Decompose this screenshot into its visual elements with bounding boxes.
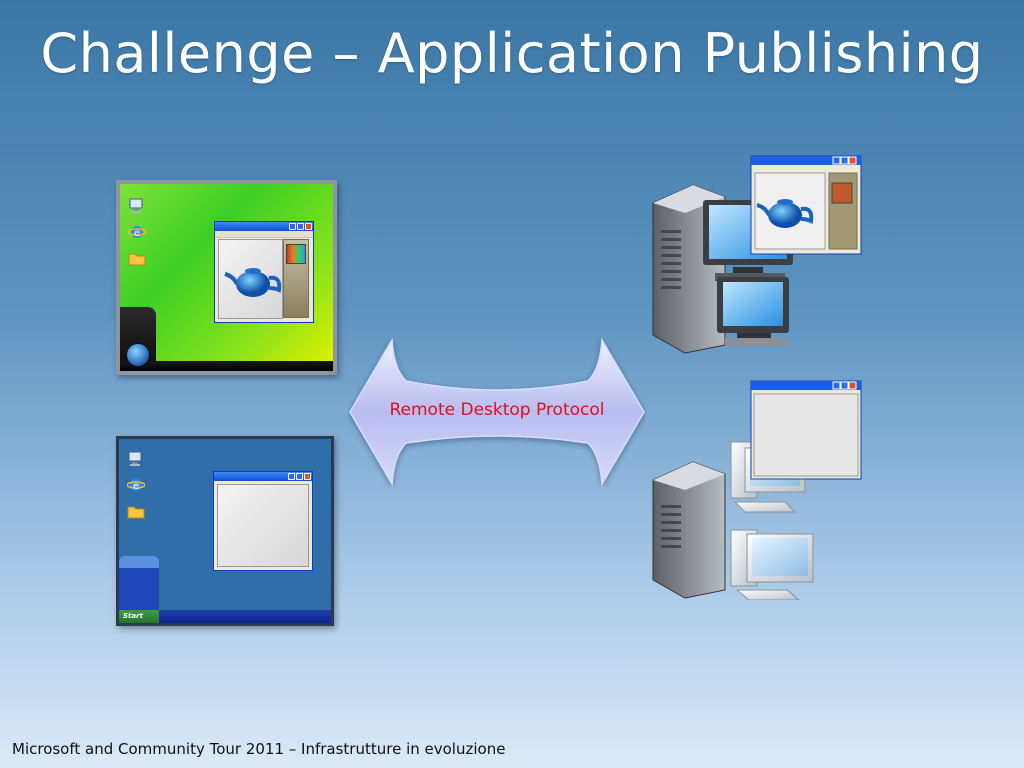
slide-title: Challenge – Application Publishing bbox=[40, 22, 984, 85]
slide-footer: Microsoft and Community Tour 2011 – Infr… bbox=[12, 740, 506, 758]
arrow-label: Remote Desktop Protocol bbox=[389, 400, 605, 420]
double-arrow bbox=[349, 337, 645, 487]
app-window-blank bbox=[213, 471, 313, 571]
internet-explorer-icon: e bbox=[128, 226, 146, 239]
client-desktop-xp: e Start bbox=[116, 436, 334, 626]
start-button: Start bbox=[119, 610, 159, 623]
app-window-teapot bbox=[214, 221, 314, 323]
server-with-clients-icon bbox=[652, 155, 862, 354]
svg-text:e: e bbox=[133, 481, 139, 492]
computer-icon bbox=[129, 198, 143, 213]
folder-icon bbox=[127, 506, 145, 519]
internet-explorer-icon: e bbox=[127, 479, 145, 492]
client-desktop-vista: e bbox=[116, 180, 337, 375]
start-orb-icon bbox=[126, 343, 150, 367]
computer-icon bbox=[128, 451, 142, 466]
folder-icon bbox=[128, 253, 146, 266]
svg-text:e: e bbox=[134, 228, 140, 239]
server-with-clients-icon bbox=[652, 380, 862, 600]
teapot-icon bbox=[224, 268, 282, 297]
